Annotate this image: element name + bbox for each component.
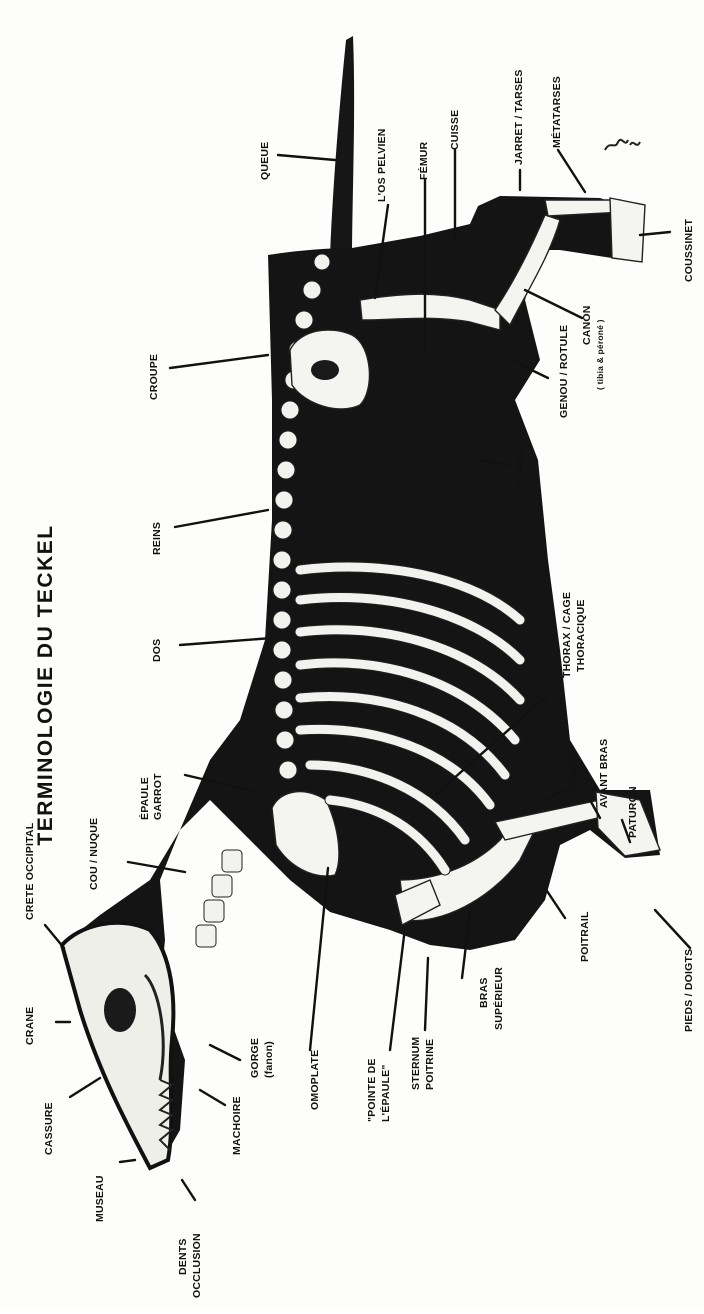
label-paturon: PATURON bbox=[627, 786, 639, 838]
label-genou-rotule: GENOU / ROTULE bbox=[558, 325, 570, 418]
label-canon: CANON bbox=[581, 306, 593, 346]
label-os-pelvien: L'OS PELVIEN bbox=[376, 128, 388, 202]
label-pointe-2: L'ÉPAULE" bbox=[379, 1065, 392, 1123]
label-poitrail: POITRAIL bbox=[579, 911, 591, 962]
label-thorax-2: THORACIQUE bbox=[575, 599, 587, 672]
label-sternum-1: STERNUM bbox=[410, 1037, 422, 1090]
label-crete-occipital: CRETE OCCIPITAL bbox=[24, 822, 36, 920]
label-metatarses: MÉTATARSES bbox=[550, 76, 563, 148]
label-crane: CRANE bbox=[24, 1007, 36, 1045]
label-canon-sub: ( tibia & péroné ) bbox=[595, 319, 605, 390]
label-femur: FÉMUR bbox=[417, 141, 430, 180]
label-avant-bras: AVANT BRAS bbox=[598, 739, 610, 808]
label-cassure: CASSURE bbox=[43, 1102, 55, 1155]
label-croupe: CROUPE bbox=[148, 354, 160, 400]
label-cou-nuque: COU / NUQUE bbox=[88, 818, 100, 890]
label-garrot: GARROT bbox=[152, 773, 164, 820]
artist-signature bbox=[605, 140, 640, 150]
label-coude: COUDE bbox=[567, 751, 579, 790]
label-gorge-fanon: (fanon) bbox=[263, 1041, 275, 1078]
label-dents: DENTS bbox=[177, 1238, 189, 1275]
label-pointe-1: "POINTE DE bbox=[366, 1058, 378, 1122]
label-gorge: GORGE bbox=[249, 1038, 261, 1078]
label-omoplate: OMOPLATE bbox=[309, 1050, 321, 1110]
label-coussinet: COUSSINET bbox=[683, 219, 695, 282]
diagram-title: TERMINOLOGIE DU TECKEL bbox=[34, 524, 57, 845]
label-thorax-1: THORAX / CAGE bbox=[561, 592, 573, 678]
label-dos: DOS bbox=[151, 639, 163, 662]
label-museau: MUSEAU bbox=[94, 1175, 106, 1222]
label-flanc: FLANC bbox=[514, 450, 526, 487]
label-epaule: ÉPAULE bbox=[138, 777, 151, 820]
label-machoire: MACHOIRE bbox=[231, 1096, 243, 1155]
label-pieds-doigts: PIEDS / DOIGTS bbox=[683, 949, 695, 1032]
label-bras-2: SUPÉRIEUR bbox=[492, 967, 505, 1030]
label-bras-1: BRAS bbox=[478, 977, 490, 1008]
label-occlusion: OCCLUSION bbox=[191, 1233, 203, 1298]
label-sternum-2: POITRINE bbox=[424, 1039, 436, 1090]
label-cuisse: CUISSE bbox=[449, 110, 461, 150]
label-jarret-tarses: JARRET / TARSES bbox=[513, 69, 525, 165]
label-queue: QUEUE bbox=[259, 142, 271, 180]
label-reins: REINS bbox=[151, 522, 163, 555]
